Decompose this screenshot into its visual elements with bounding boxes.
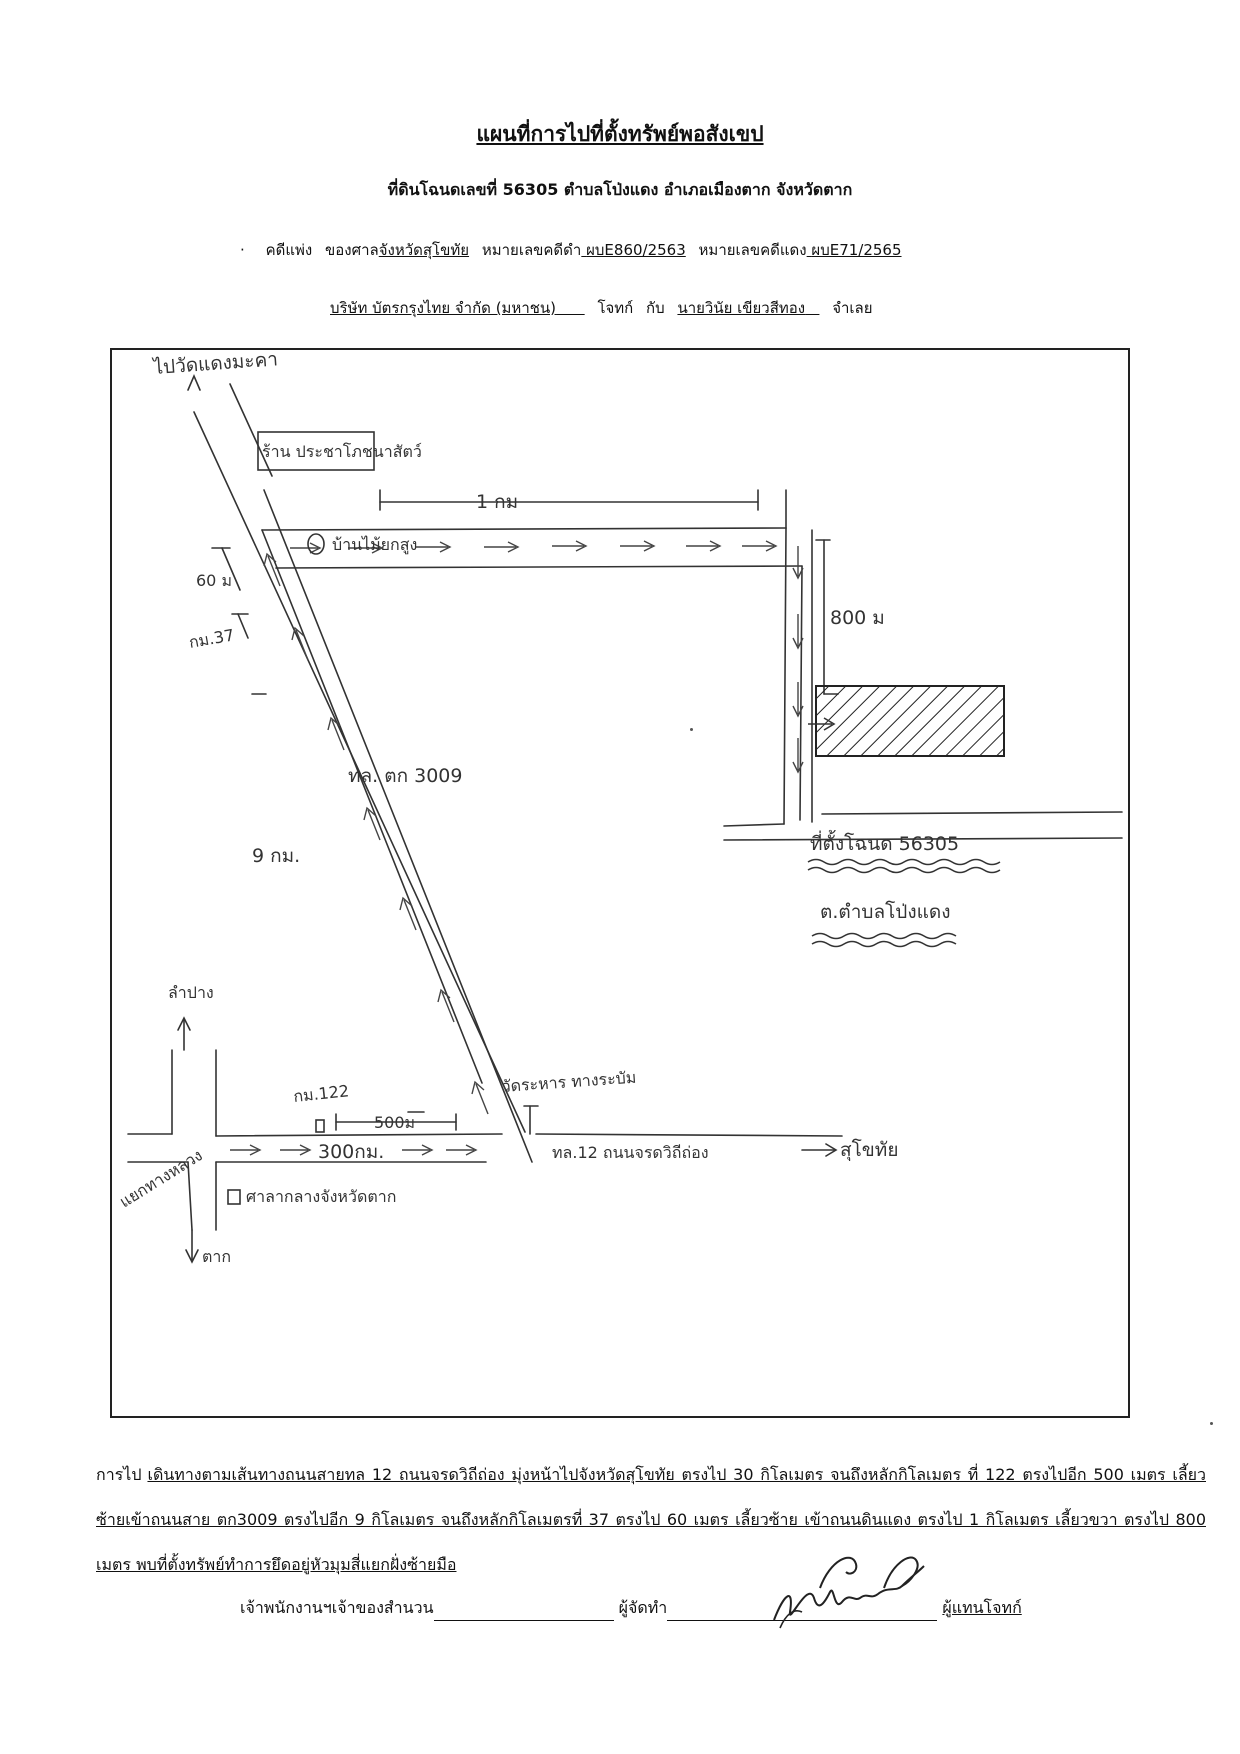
label-shop: ร้าน ประชาโภชนาสัตว์ [262, 442, 422, 461]
signature-row: เจ้าพนักงานฯเจ้าของสำนวน ผู้จัดทำ ผู้แทน… [240, 1596, 1140, 1621]
maker-signature-line [667, 1604, 938, 1621]
top-road-upper-edge [261, 527, 787, 531]
case-type: คดีแพ่ง [265, 241, 313, 259]
black-case-label: หมายเลขคดีดำ [481, 241, 582, 259]
label-300km: 300กม. [318, 1141, 384, 1163]
parties-connector: กับ [646, 299, 665, 317]
plaintiff-role: โจทก์ [597, 299, 634, 317]
directions-label: การไป [96, 1465, 142, 1484]
label-road-3009: ทล. ตก 3009 [348, 765, 462, 787]
property-parcel [815, 685, 1005, 757]
officer-label: เจ้าพนักงานฯเจ้าของสำนวน [240, 1598, 434, 1617]
hand-drawn-map: ไปวัดแดงมะคา ร้าน ประชาโภชนาสัตว์ 1 กม บ… [116, 350, 1123, 1266]
label-subdistrict: ต.ตำบลโป่งแดง [820, 900, 951, 923]
label-to-sukhothai: สุโขทัย [840, 1138, 898, 1162]
top-road-arrows [290, 540, 778, 554]
red-case-label: หมายเลขคดีแดง [698, 241, 807, 259]
label-temple-sign: วัดระหาร ทางระบัม [501, 1068, 637, 1096]
deed-underline [807, 858, 1001, 866]
house-marker [307, 533, 325, 555]
label-500m: 500ม [374, 1113, 415, 1132]
road-3009-left-edge [193, 411, 526, 1133]
officer-signature-line [433, 1604, 614, 1621]
highway-12-arrows [230, 1144, 478, 1156]
road-3009-arrows [263, 552, 489, 1115]
map-frame: ไปวัดแดงมะคา ร้าน ประชาโภชนาสัตว์ 1 กม บ… [110, 348, 1130, 1418]
black-case-number: ผบE860/2563 [586, 241, 686, 259]
label-city-hall: ศาลากลางจังหวัดตาก [246, 1187, 396, 1206]
right-road-left-edge [783, 527, 787, 825]
subdistrict-underline [811, 932, 957, 940]
court-name: จังหวัดสุโขทัย [378, 241, 470, 259]
red-case-number: ผบE71/2565 [811, 241, 902, 259]
label-deed: ที่ตั้งโฉนด 56305 [810, 830, 959, 855]
plaintiff-name: บริษัท บัตรกรุงไทย จำกัด (มหาชน) [330, 299, 557, 317]
top-road-lower-edge [275, 565, 803, 569]
document-subtitle: ที่ดินโฉนดเลขที่ 56305 ตำบลโป่งแดง อำเภอ… [387, 180, 853, 199]
label-km37: กม.37 [187, 625, 235, 652]
label-to-wat: ไปวัดแดงมะคา [151, 350, 279, 379]
court-prefix: ของศาล [325, 241, 379, 259]
road-3009-right-edge [229, 383, 273, 477]
right-road-arrows [792, 546, 804, 774]
case-line: · คดีแพ่ง ของศาลจังหวัดสุโขทัย หมายเลขคด… [240, 238, 1040, 262]
directions-text: เดินทางตามเส้นทางถนนสายทล 12 ถนนจรดวิถีถ… [96, 1465, 1206, 1574]
label-ban-mai: บ้านไม้ยกสูง [332, 535, 417, 555]
stray-mark [690, 728, 693, 731]
stray-mark [1210, 1422, 1213, 1425]
defendant-role: จำเลย [832, 299, 873, 317]
city-hall-marker [227, 1189, 241, 1205]
label-lampang: ลำปาง [168, 983, 214, 1002]
parties-line: บริษัท บัตรกรุงไทย จำกัด (มหาชน) โจทก์ ก… [330, 296, 1030, 320]
handwritten-signature [773, 1556, 925, 1629]
document-title: แผนที่การไปที่ตั้งทรัพย์พอสังเขป [476, 122, 764, 146]
label-9km: 9 กม. [252, 845, 300, 867]
label-1km: 1 กม [476, 491, 518, 513]
label-road-12: ทล.12 ถนนจรดวิถีถ่อง [552, 1143, 709, 1162]
maker-label: ผู้จัดทำ [618, 1598, 668, 1617]
label-junction: แยกทางหลวง [116, 1146, 206, 1212]
defendant-name: นายวินัย เขียวสีทอง [677, 299, 806, 317]
label-km122: กม.122 [292, 1081, 350, 1106]
representative-label: ผู้แทนโจทก์ [942, 1598, 1022, 1617]
shop-box [257, 431, 375, 471]
label-to-tak: ตาก [202, 1247, 231, 1266]
bullet: · [240, 241, 245, 259]
label-800m: 800 ม [830, 607, 885, 629]
directions-paragraph: การไปเดินทางตามเส้นทางถนนสายทล 12 ถนนจรด… [96, 1452, 1206, 1587]
label-60m: 60 ม [196, 571, 232, 590]
